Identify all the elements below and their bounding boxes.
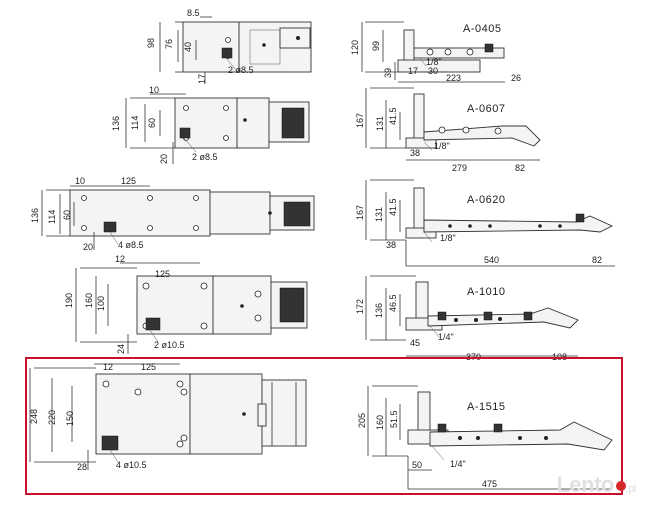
dim-text: 2 ø8.5	[228, 65, 254, 75]
dim-text: 125	[121, 176, 136, 186]
dim-text: 136	[30, 208, 40, 223]
dim-text: 172	[355, 299, 365, 314]
dim-text: 82	[515, 163, 525, 173]
model-label-a1515: A-1515	[467, 401, 505, 413]
top-view-a1010	[75, 262, 308, 354]
dim-text: 160	[375, 415, 385, 430]
dim-text: 60	[62, 210, 72, 220]
row-a1010: 12 125 190 160 100 24 2 ø10.5 A-1010 1	[64, 254, 579, 362]
dim-text: 41.5	[388, 198, 398, 216]
dim-text: 82	[592, 255, 602, 265]
dim-text: 220	[47, 410, 57, 425]
brand-dot-icon	[615, 481, 626, 492]
dim-text: 167	[355, 205, 365, 220]
dim-text: 279	[452, 163, 467, 173]
row-a0607: 10 136 114 60 20 2 ø8.5 A-0607 167 131 4…	[111, 85, 541, 173]
model-label-a0607: A-0607	[467, 103, 505, 115]
dim-text: 114	[130, 116, 140, 130]
dim-text: 1/8"	[440, 233, 456, 243]
highlight-frame	[25, 357, 623, 495]
model-label-a0405: A-0405	[463, 23, 501, 35]
dim-text: 12	[115, 254, 125, 264]
dim-text: 100	[96, 296, 106, 311]
side-view-a0405	[361, 21, 505, 83]
dim-text: 540	[484, 255, 499, 265]
model-label-a0620: A-0620	[467, 194, 505, 206]
dim-text: 10	[149, 85, 159, 95]
row-a0405: 8.5 98 76 40 17 2 ø8.5 A-0405 120 99 39	[146, 8, 521, 84]
dim-text: 2 ø8.5	[192, 152, 218, 162]
dim-text: 51.5	[389, 410, 399, 428]
dim-text: 41.5	[388, 107, 398, 125]
dim-text: 17	[197, 74, 207, 84]
dim-text: 39	[383, 68, 393, 78]
dim-text: 125	[155, 269, 170, 279]
dim-text: 4 ø10.5	[116, 460, 147, 470]
dim-text: 248	[29, 409, 39, 424]
dim-text: 223	[446, 73, 461, 83]
dim-text: 131	[374, 207, 384, 222]
dim-text: 98	[146, 38, 156, 48]
top-view-a0620	[41, 185, 315, 250]
dim-text: 167	[355, 113, 365, 128]
dim-text: 17	[408, 66, 418, 76]
side-view-a1010	[365, 275, 579, 357]
dim-text: 46.5	[388, 294, 398, 312]
dim-text: 1/4"	[438, 332, 454, 342]
dim-text: 136	[374, 303, 384, 318]
row-a0620: 10 125 136 114 60 20 4 ø8.5 A-0620 167	[30, 176, 615, 267]
top-view-a1515	[29, 363, 307, 470]
model-label-a1010: A-1010	[467, 286, 505, 298]
dim-text: 28	[77, 462, 87, 472]
top-view-a0607	[125, 93, 310, 164]
dim-text: 150	[65, 411, 75, 426]
watermark-brand: Lento	[556, 472, 614, 497]
dim-text: 38	[410, 148, 420, 158]
dim-text: 45	[410, 338, 420, 348]
dim-text: 10	[75, 176, 85, 186]
dim-text: 136	[111, 116, 121, 131]
dim-text: 20	[159, 154, 169, 164]
dim-text: 40	[183, 42, 193, 52]
dim-text: 475	[482, 479, 497, 489]
dim-text: 120	[350, 40, 360, 55]
dim-text: 99	[371, 41, 381, 51]
watermark: Lento .pl	[556, 472, 636, 498]
top-view-a0405	[159, 16, 312, 84]
dim-text: 38	[386, 240, 396, 250]
dim-text: 125	[141, 362, 156, 372]
dim-text: 2 ø10.5	[154, 340, 185, 350]
dim-text: 114	[47, 210, 57, 224]
dim-text: 4 ø8.5	[118, 240, 144, 250]
dim-text: 1/4"	[450, 459, 466, 469]
dim-text: 26	[511, 73, 521, 83]
dim-text: 131	[375, 116, 385, 131]
dim-text: 190	[64, 293, 74, 308]
dim-text: 24	[116, 344, 126, 354]
watermark-ext: .pl	[625, 483, 637, 495]
dim-text: 1/8"	[434, 141, 450, 151]
dim-text: 20	[83, 242, 93, 252]
dim-text: 160	[84, 293, 94, 308]
side-view-a0620	[365, 179, 615, 267]
dim-text: 8.5	[187, 8, 200, 18]
side-view-a1515	[367, 385, 613, 490]
side-view-a0607	[365, 87, 541, 161]
row-a1515: 12 125 248 220 150 28 4 ø10.5 A-151	[25, 357, 623, 495]
dim-text: 50	[412, 460, 422, 470]
dim-text: 1/8"	[426, 57, 442, 67]
dim-text: 60	[147, 118, 157, 128]
dim-text: 205	[357, 413, 367, 428]
dim-text: 30	[428, 66, 438, 76]
dim-text: 12	[103, 362, 113, 372]
dim-text: 76	[164, 39, 174, 49]
